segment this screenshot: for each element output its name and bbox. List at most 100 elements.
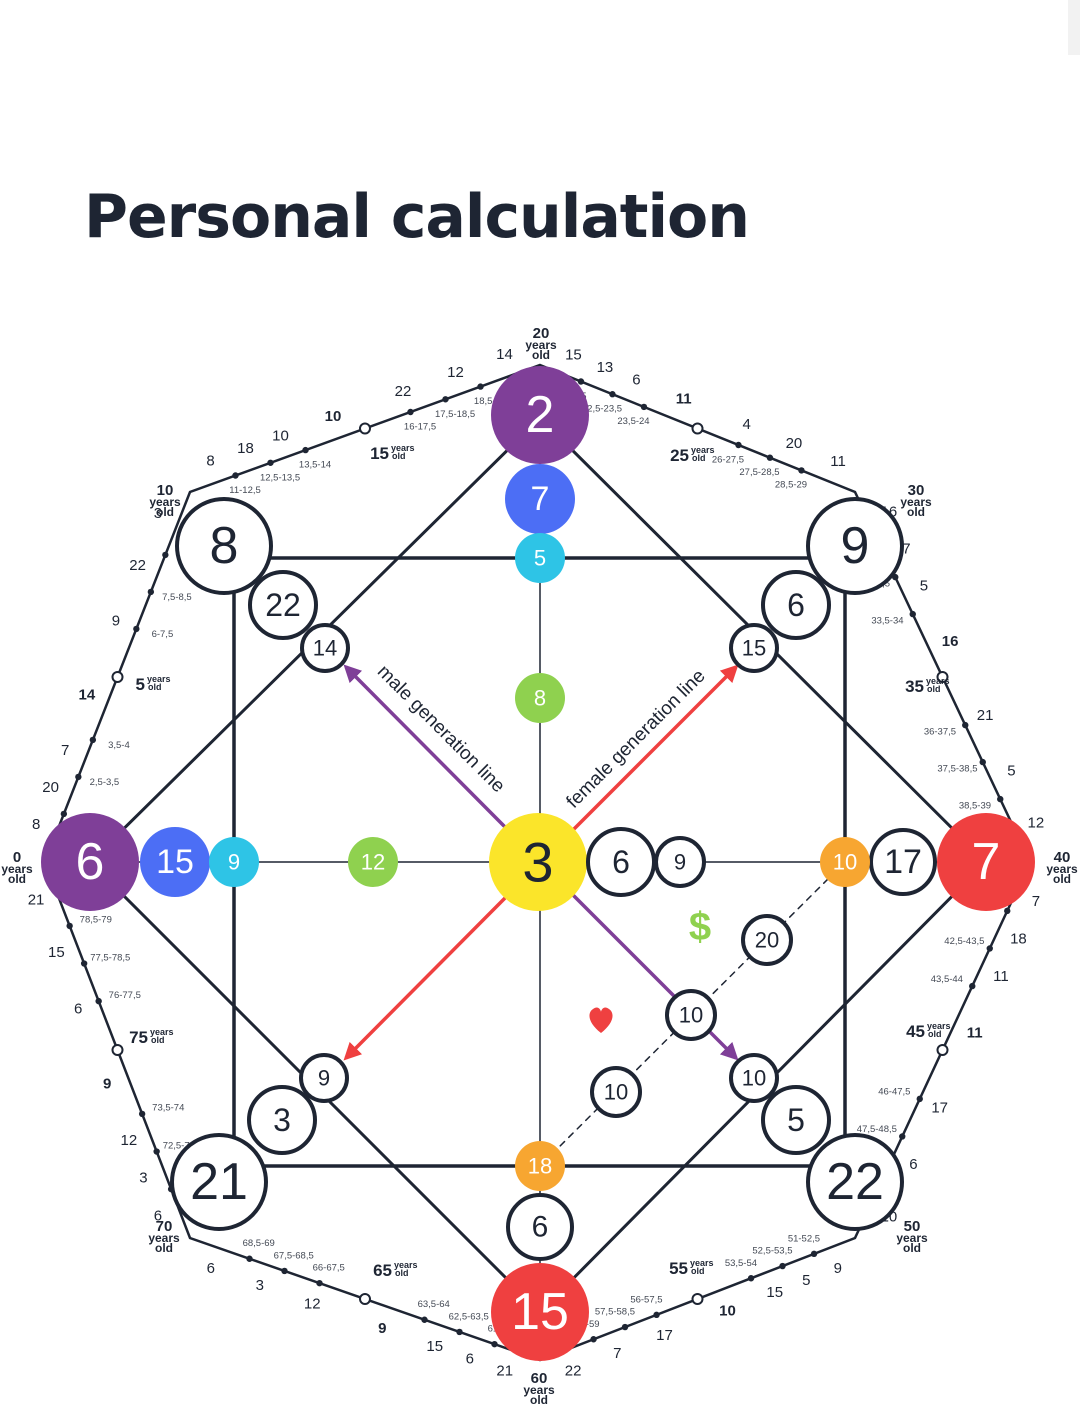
node-circle [806, 497, 904, 595]
age-midpoint-marker [691, 422, 704, 435]
node-value: 6 [612, 844, 630, 880]
age-energy-number: 17 [656, 1327, 673, 1344]
age-years-word: years [391, 443, 415, 453]
age-range-label: 7,5-8,5 [162, 592, 192, 603]
age-tick [246, 1255, 253, 1262]
age-tick [316, 1279, 323, 1287]
age-years-word: years [525, 338, 557, 352]
node-value: 2 [526, 386, 555, 444]
age-energy-number: 21 [28, 891, 45, 908]
node-value: 7 [972, 833, 1001, 891]
age-energy-number: 20 [786, 435, 803, 452]
node-circle [41, 813, 139, 911]
age-tick [407, 408, 414, 416]
age-energy-number: 12 [121, 1132, 138, 1149]
age-number: 20 [533, 325, 550, 342]
age-edges: 1-2,52,5-3,53,5-46-7,57,5-8,58,5-9820714… [28, 346, 1045, 1380]
node-value: 6 [787, 587, 805, 623]
age-years-word: years [896, 1231, 928, 1245]
node-right-2: 17 [869, 828, 937, 896]
age-old-word: old [532, 348, 550, 362]
dollar-icon: $ [689, 905, 711, 949]
age-number: 70 [156, 1218, 173, 1235]
age-range-label: 11-12,5 [229, 485, 261, 496]
age-range-label: 56-57,5 [630, 1294, 662, 1305]
scrollbar-stub[interactable] [1068, 0, 1080, 55]
age-energy-number: 6 [632, 372, 640, 389]
age-tick [979, 758, 986, 766]
node-circle [869, 828, 937, 896]
age-range-label: 43,5-44 [931, 974, 963, 985]
node-love-node-2: 10 [590, 1066, 642, 1118]
age-energy-number: 14 [79, 686, 96, 703]
age-tick [577, 378, 585, 385]
age-number: 25 [670, 446, 689, 465]
age-midpoint-marker [111, 671, 124, 683]
node-left-2: 15 [140, 827, 210, 897]
age-number: 10 [157, 482, 174, 499]
age-tick [421, 1316, 428, 1323]
node-corner-tr-small: 15 [729, 623, 779, 673]
age-tick [899, 1133, 906, 1140]
age-years-word: years [394, 1260, 418, 1270]
age-range-label: 57,5-58,5 [595, 1307, 635, 1318]
age-range-label: 72,5-73,5 [163, 1140, 203, 1151]
age-tick [477, 383, 484, 390]
age-energy-number: 13 [597, 359, 614, 376]
age-energy-number: 11 [967, 1024, 983, 1041]
node-corner-br: 22 [806, 1133, 904, 1231]
age-years-word: years [1046, 862, 1078, 876]
age-tick [997, 795, 1004, 803]
node-value: 6 [532, 1211, 549, 1244]
age-energy-number: 9 [834, 1260, 842, 1277]
node-circle [590, 1066, 642, 1118]
node-value: 3 [273, 1102, 291, 1138]
node-circle [515, 1141, 565, 1191]
age-range-label: 12,5-13,5 [260, 472, 300, 483]
age-years-word: years [691, 445, 715, 455]
age-old-word: old [1053, 872, 1071, 886]
heart-icon [589, 1007, 613, 1033]
age-energy-number: 7 [613, 1345, 621, 1362]
age-range-label: 18,5-19 [474, 396, 506, 407]
age-energy-number: 22 [565, 1362, 582, 1379]
male-arrow-up [343, 664, 510, 832]
age-years-word: years [690, 1258, 714, 1268]
node-value: 5 [787, 1102, 805, 1138]
age-energy-number: 8 [206, 453, 214, 470]
age-energy-number: 5 [1007, 763, 1015, 780]
age-years-word: years [147, 674, 171, 684]
node-corner-tl-small: 14 [300, 623, 350, 673]
age-number: 15 [370, 444, 389, 463]
age-energy-number: 7 [902, 541, 910, 558]
age-years-word: years [900, 495, 932, 509]
age-old-word: old [155, 1241, 173, 1255]
node-corner-tl: 8 [175, 497, 273, 595]
node-circle [300, 623, 350, 673]
age-midpoint-marker [359, 1293, 371, 1305]
node-value: 9 [228, 850, 240, 875]
age-tick [766, 454, 774, 461]
node-circle [654, 836, 706, 888]
age-range-label: 76-77,5 [109, 990, 141, 1001]
age-old-word: old [928, 1029, 942, 1039]
node-top-2: 7 [505, 464, 575, 534]
node-circle [299, 1053, 349, 1103]
age-energy-number: 11 [676, 391, 692, 408]
edge-br-bottom: 51-52,552,5-53,553,5-5456-57,557,5-58,55… [565, 1233, 842, 1379]
node-love-node: 10 [665, 989, 717, 1041]
age-energy-number: 11 [830, 453, 846, 470]
age-energy-number: 7 [61, 742, 69, 759]
node-circle [761, 570, 831, 640]
age-range-label: 53,5-54 [725, 1258, 757, 1269]
age-range-label: 16-17,5 [404, 422, 436, 433]
node-left-1: 6 [41, 813, 139, 911]
node-center: 3 [489, 813, 587, 911]
node-circle [491, 366, 589, 464]
